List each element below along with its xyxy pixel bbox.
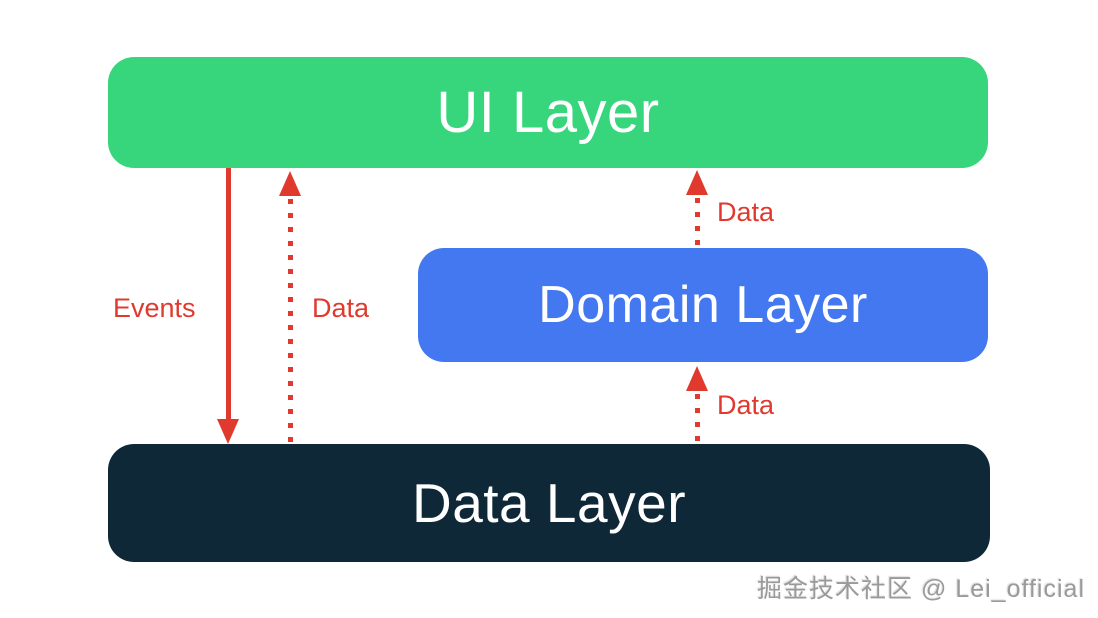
ui-layer-box: UI Layer [108,57,988,168]
data-data-to-domain-arrow-label: Data [717,390,775,420]
data-layer-box: Data Layer [108,444,990,562]
data-left-arrowhead-up-icon [279,171,301,196]
ui-layer-label: UI Layer [436,80,660,145]
data-left-arrow-line [288,199,293,444]
data-domain-to-ui-arrow-label: Data [717,197,775,227]
watermark: 掘金技术社区 @ Lei_official [757,575,1085,603]
data-left-arrow-label: Data [312,293,370,323]
events-arrow-line [226,168,231,419]
domain-layer-label: Domain Layer [538,276,868,334]
data-data-to-domain-arrowhead-up-icon [686,366,708,391]
data-domain-to-ui-arrow-line [695,198,700,250]
events-arrow-label: Events [113,293,196,323]
data-domain-to-ui-arrowhead-up-icon [686,170,708,195]
events-arrowhead-down-icon [217,419,239,444]
data-layer-label: Data Layer [411,472,687,534]
domain-layer-box: Domain Layer [418,248,988,362]
data-data-to-domain-arrow-line [695,394,700,444]
